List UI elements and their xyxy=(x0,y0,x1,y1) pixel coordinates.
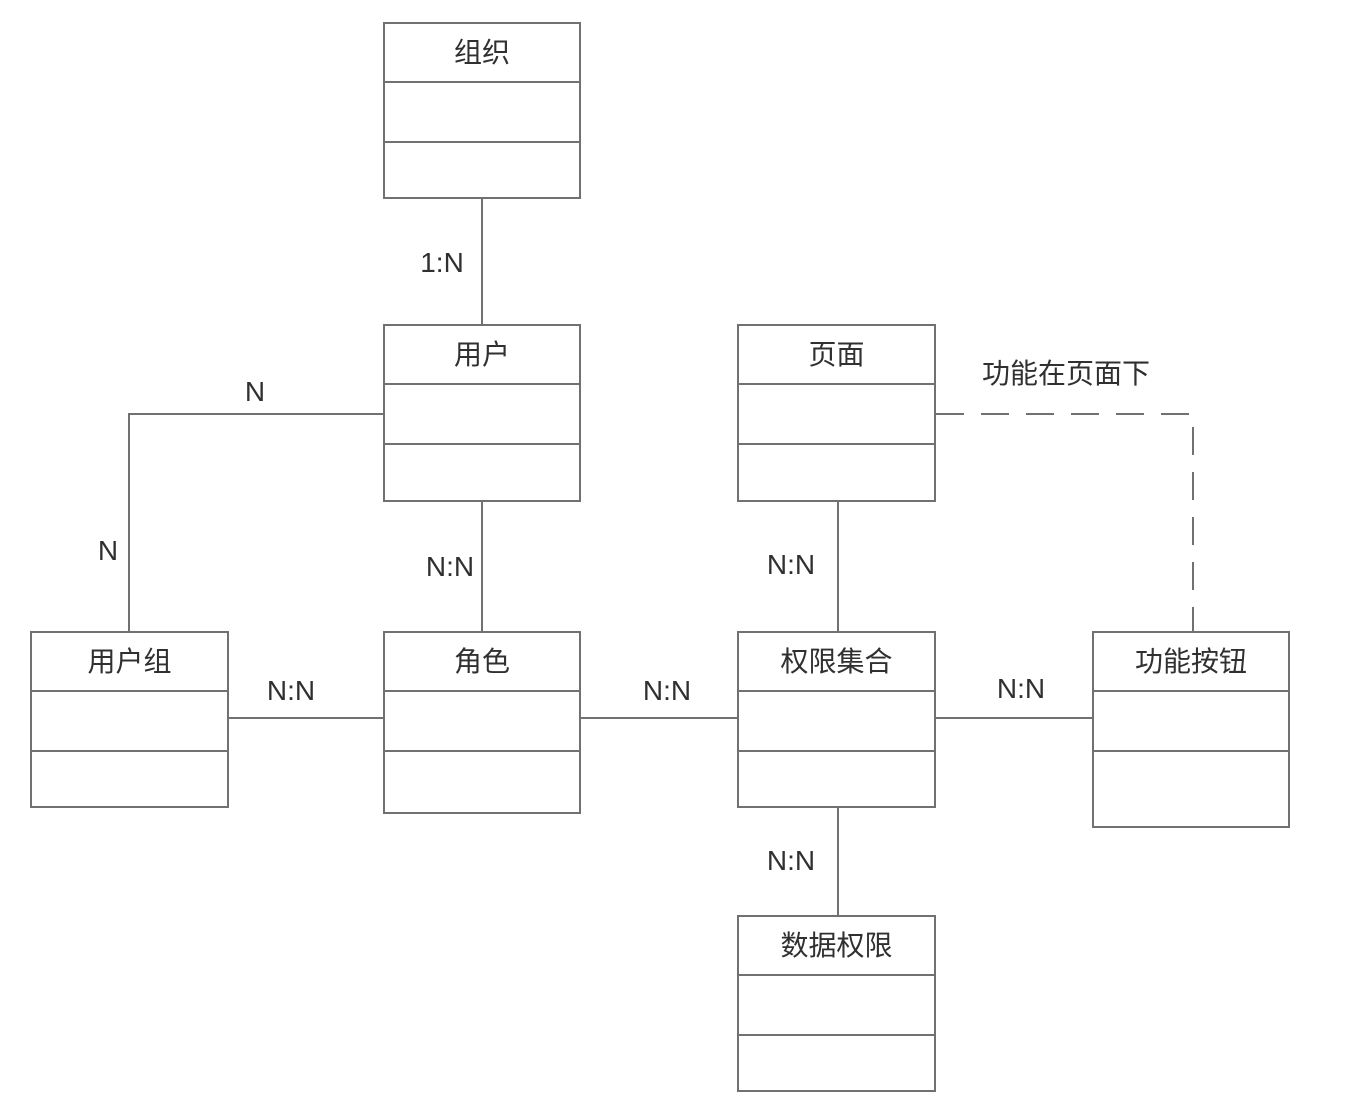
label-organization-user: 1:N xyxy=(420,247,464,278)
entity-role-extra-compartment xyxy=(385,750,579,812)
label-page-permissionset: N:N xyxy=(766,549,816,580)
label-role-permissionset: N:N xyxy=(642,675,692,706)
entity-page: 页面 xyxy=(737,324,936,502)
label-user-usergroup-top: N xyxy=(244,376,266,407)
label-user-usergroup-side: N xyxy=(97,535,119,566)
entity-user-group-fields-compartment xyxy=(32,690,227,750)
entity-user-extra-compartment xyxy=(385,443,579,500)
entity-data-permission-fields-compartment xyxy=(739,974,934,1034)
entity-data-permission-extra-compartment xyxy=(739,1034,934,1090)
entity-page-fields-compartment xyxy=(739,383,934,443)
entity-user: 用户 xyxy=(383,324,581,502)
connector-user-usergroup-elbow xyxy=(128,413,383,631)
entity-user-group: 用户组 xyxy=(30,631,229,808)
entity-permission-set-fields-compartment xyxy=(739,690,934,750)
entity-organization-fields-compartment xyxy=(385,81,579,141)
entity-permission-set-extra-compartment xyxy=(739,750,934,806)
entity-role-title: 角色 xyxy=(453,645,510,677)
entity-function-button-title: 功能按钮 xyxy=(1134,645,1247,677)
entity-permission-set-title: 权限集合 xyxy=(780,645,893,677)
label-annotation-function-under-page: 功能在页面下 xyxy=(981,358,1151,389)
entity-user-fields-compartment xyxy=(385,383,579,443)
entity-permission-set: 权限集合 xyxy=(737,631,936,808)
connector-page-functionbutton-dashed xyxy=(936,413,1194,631)
label-permissionset-functionbutton: N:N xyxy=(996,673,1046,704)
entity-function-button-fields-compartment xyxy=(1094,690,1288,750)
label-usergroup-role: N:N xyxy=(266,675,316,706)
label-user-role: N:N xyxy=(425,551,475,582)
entity-data-permission-title: 数据权限 xyxy=(780,929,893,961)
entity-user-group-extra-compartment xyxy=(32,750,227,806)
entity-function-button-extra-compartment xyxy=(1094,750,1288,826)
entity-user-group-title: 用户组 xyxy=(87,645,172,677)
entity-organization-title: 组织 xyxy=(453,36,510,68)
entity-role: 角色 xyxy=(383,631,581,814)
entity-organization-extra-compartment xyxy=(385,141,579,197)
entity-page-title: 页面 xyxy=(808,338,865,370)
entity-user-title: 用户 xyxy=(453,338,510,370)
entity-organization: 组织 xyxy=(383,22,581,199)
entity-function-button: 功能按钮 xyxy=(1092,631,1290,828)
entity-data-permission: 数据权限 xyxy=(737,915,936,1092)
entity-page-extra-compartment xyxy=(739,443,934,500)
entity-role-fields-compartment xyxy=(385,690,579,750)
label-permissionset-datapermission: N:N xyxy=(766,845,816,876)
